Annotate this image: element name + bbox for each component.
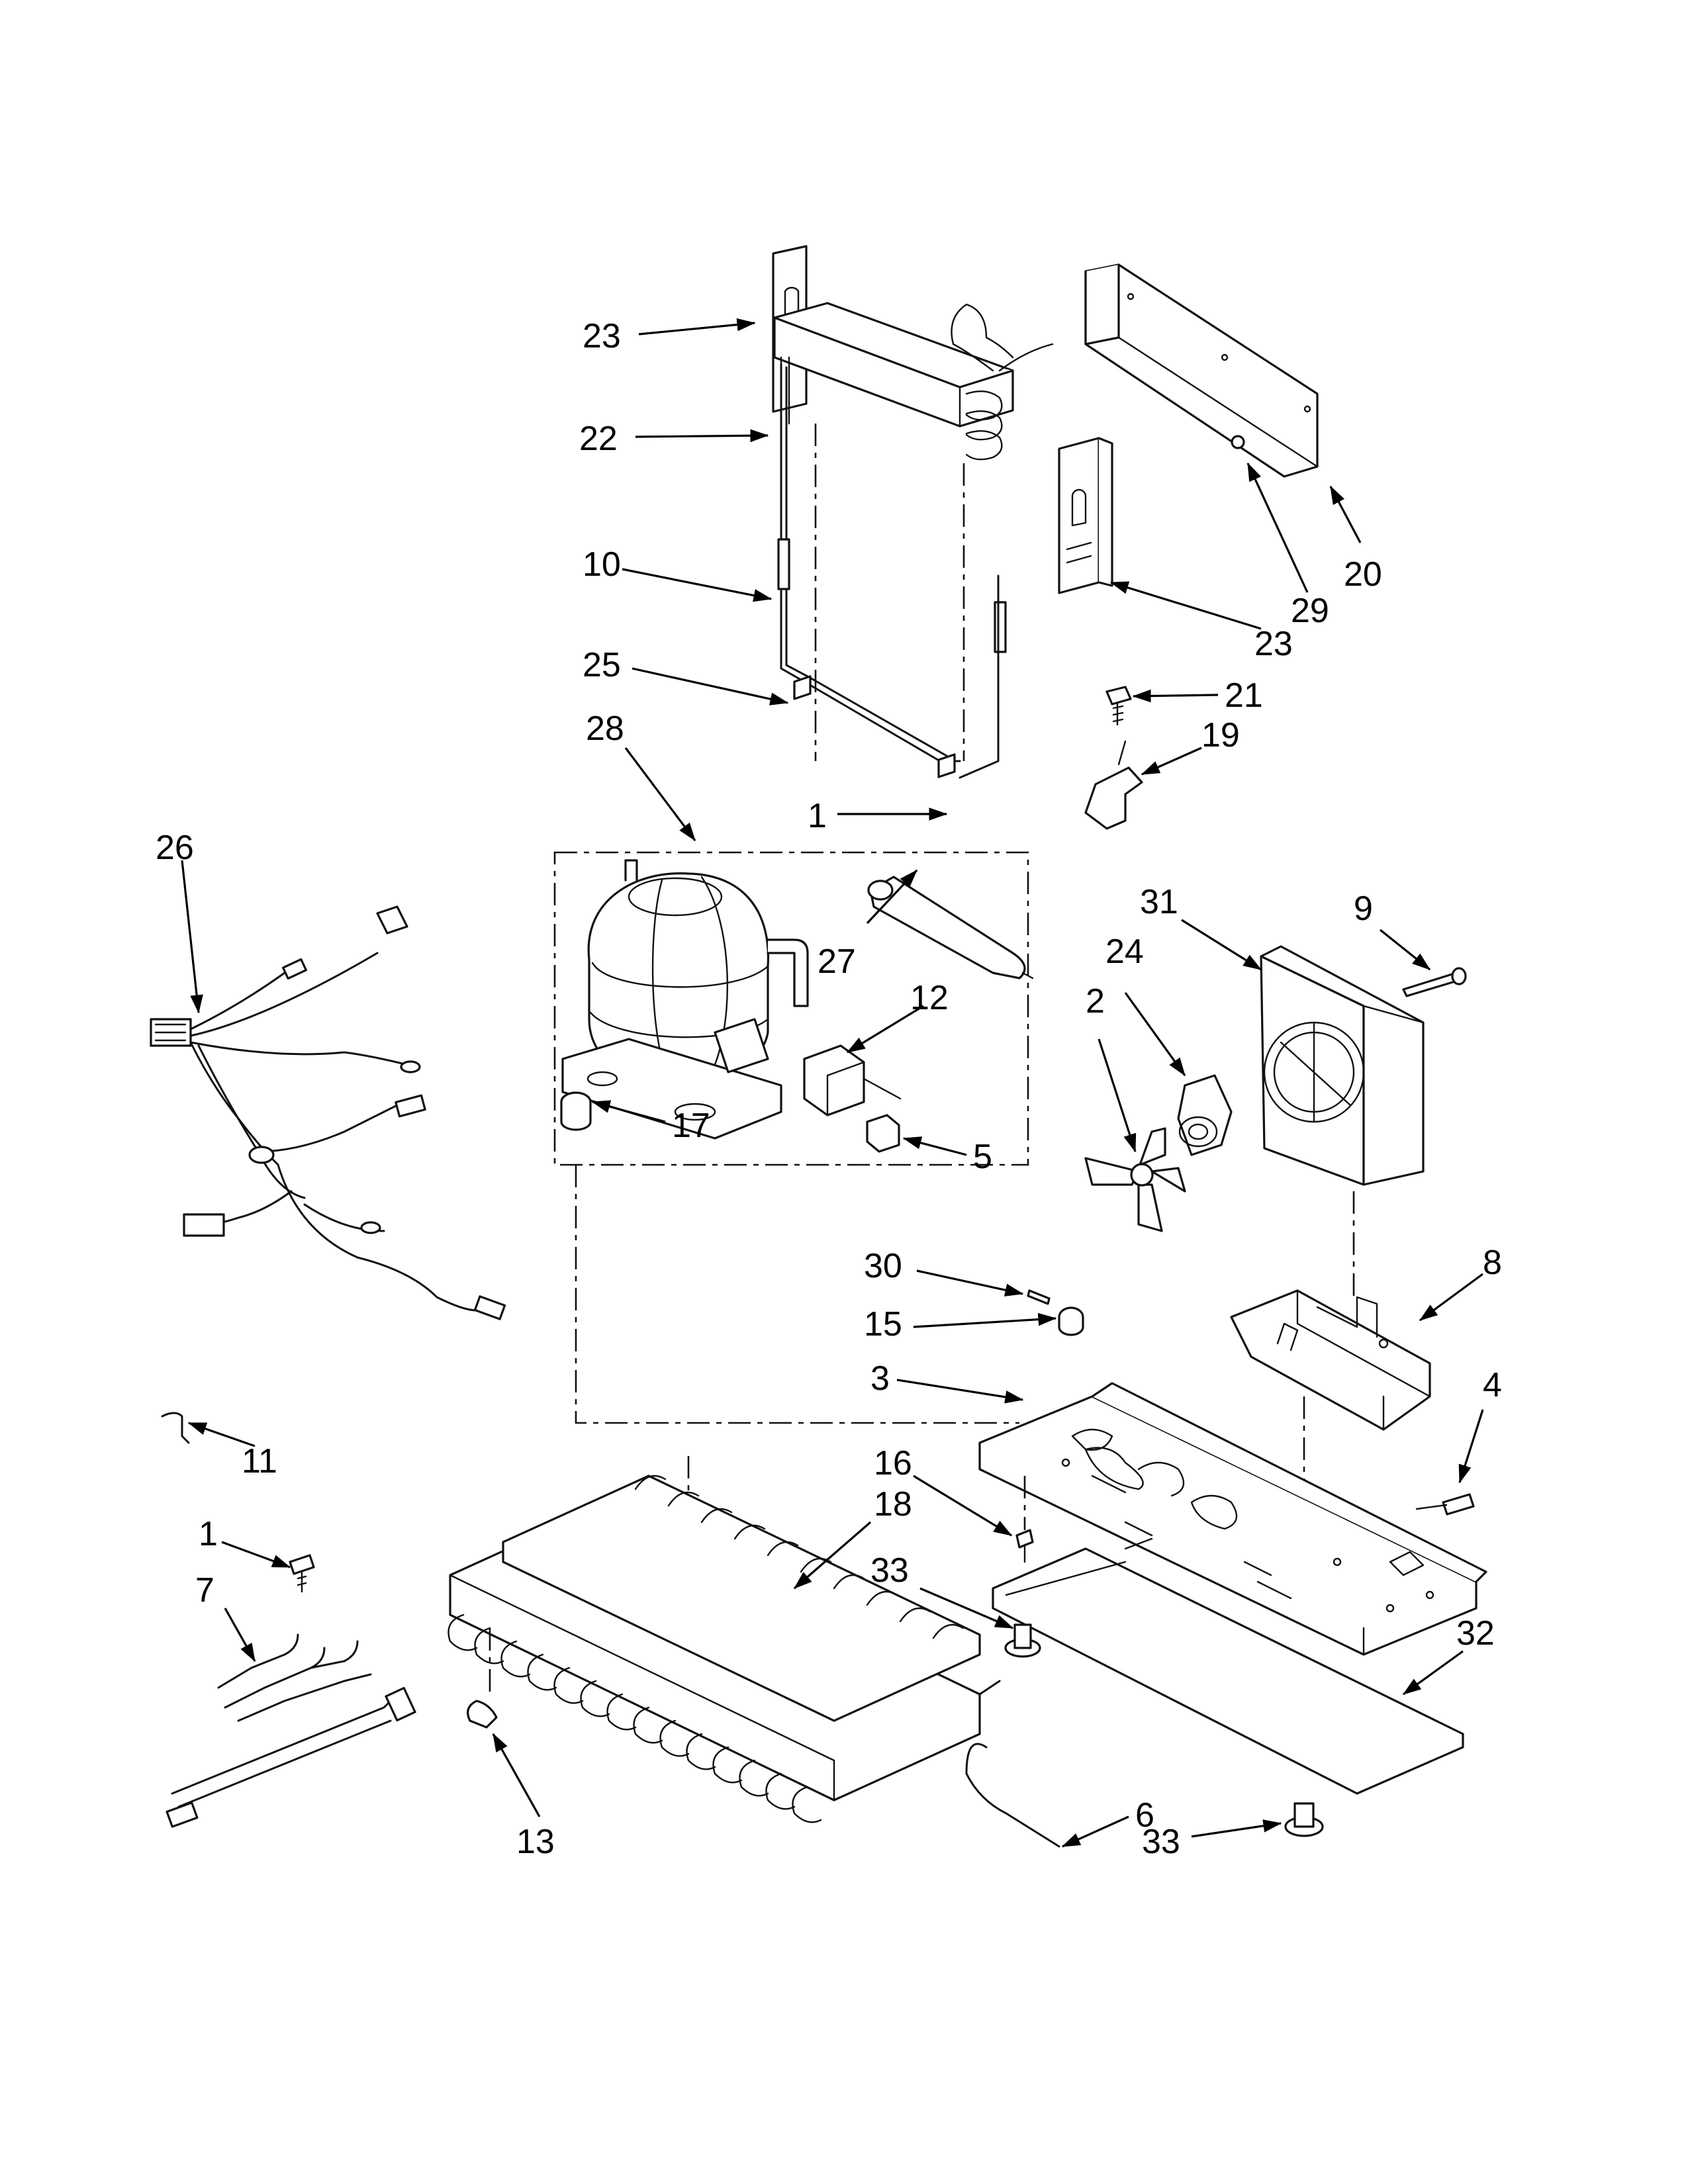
compressor-icon xyxy=(553,851,1029,1166)
callout-29: 29 xyxy=(1291,592,1329,630)
fan-icon xyxy=(1084,945,1467,1232)
callout-22: 22 xyxy=(579,420,618,458)
callout-6: 6 xyxy=(1135,1796,1154,1835)
screw-icon xyxy=(1415,1493,1475,1516)
wire-harness-icon xyxy=(150,905,506,1320)
callout-8: 8 xyxy=(1483,1244,1502,1282)
callout-21: 21 xyxy=(1225,676,1263,715)
wire-harness-icon xyxy=(165,1554,416,1828)
callout-30: 30 xyxy=(864,1247,902,1285)
bracket-icon xyxy=(1058,437,1113,594)
screw-icon xyxy=(1105,686,1132,726)
callout-19: 19 xyxy=(1201,716,1240,754)
callout-26: 26 xyxy=(156,829,194,867)
callout-31: 31 xyxy=(1140,883,1178,921)
callout-32: 32 xyxy=(1456,1614,1495,1653)
callout-9: 9 xyxy=(1354,889,1373,928)
evaporator-coil-icon xyxy=(772,245,1054,761)
callout-10: 10 xyxy=(583,545,621,584)
callout-33-top: 33 xyxy=(870,1551,909,1590)
bracket-icon xyxy=(1230,1289,1431,1431)
callout-15: 15 xyxy=(864,1305,902,1343)
wire-rod-icon xyxy=(965,1743,1060,1848)
callout-23-top: 23 xyxy=(583,317,621,355)
small-clip-icon xyxy=(161,1412,190,1444)
callout-4: 4 xyxy=(1483,1366,1502,1404)
base-pan-icon xyxy=(978,1382,1487,1656)
callout-17: 17 xyxy=(672,1107,710,1145)
callout-1-top: 1 xyxy=(808,797,827,835)
callout-11: 11 xyxy=(242,1442,277,1480)
callout-3: 3 xyxy=(870,1359,890,1398)
callout-23-right: 23 xyxy=(1254,625,1293,663)
callout-20: 20 xyxy=(1344,555,1382,594)
callout-27: 27 xyxy=(818,942,856,981)
relay-icon xyxy=(803,1044,902,1116)
screw-icon xyxy=(1015,1476,1034,1563)
drier-icon xyxy=(867,876,1034,979)
drain-pan-icon xyxy=(992,1537,1464,1795)
clip-icon xyxy=(1084,740,1143,830)
foot-icon xyxy=(1004,1623,1324,1837)
cover-icon xyxy=(1084,263,1319,478)
callout-24: 24 xyxy=(1105,933,1144,971)
clip-icon xyxy=(467,1700,498,1729)
callout-2: 2 xyxy=(1086,982,1105,1021)
callout-13: 13 xyxy=(516,1823,555,1861)
callout-25: 25 xyxy=(583,646,621,684)
callout-12: 12 xyxy=(910,979,949,1017)
callout-1-bottom: 1 xyxy=(199,1515,218,1553)
callout-33-bottom: 33 xyxy=(1142,1823,1180,1861)
overload-icon xyxy=(866,1114,900,1153)
callout-16: 16 xyxy=(874,1444,912,1482)
defrost-heater-icon xyxy=(777,363,1007,779)
callout-numbers: 23 22 10 25 28 20 29 23 21 19 1 26 27 12… xyxy=(156,317,1502,1861)
callout-7: 7 xyxy=(195,1571,214,1610)
callout-28: 28 xyxy=(586,709,624,748)
callout-5: 5 xyxy=(973,1138,992,1176)
callout-leaders xyxy=(181,318,1484,1848)
callout-18: 18 xyxy=(874,1485,912,1524)
grommet-icon xyxy=(1027,1289,1084,1336)
condenser-coil-icon xyxy=(447,1456,1001,1823)
